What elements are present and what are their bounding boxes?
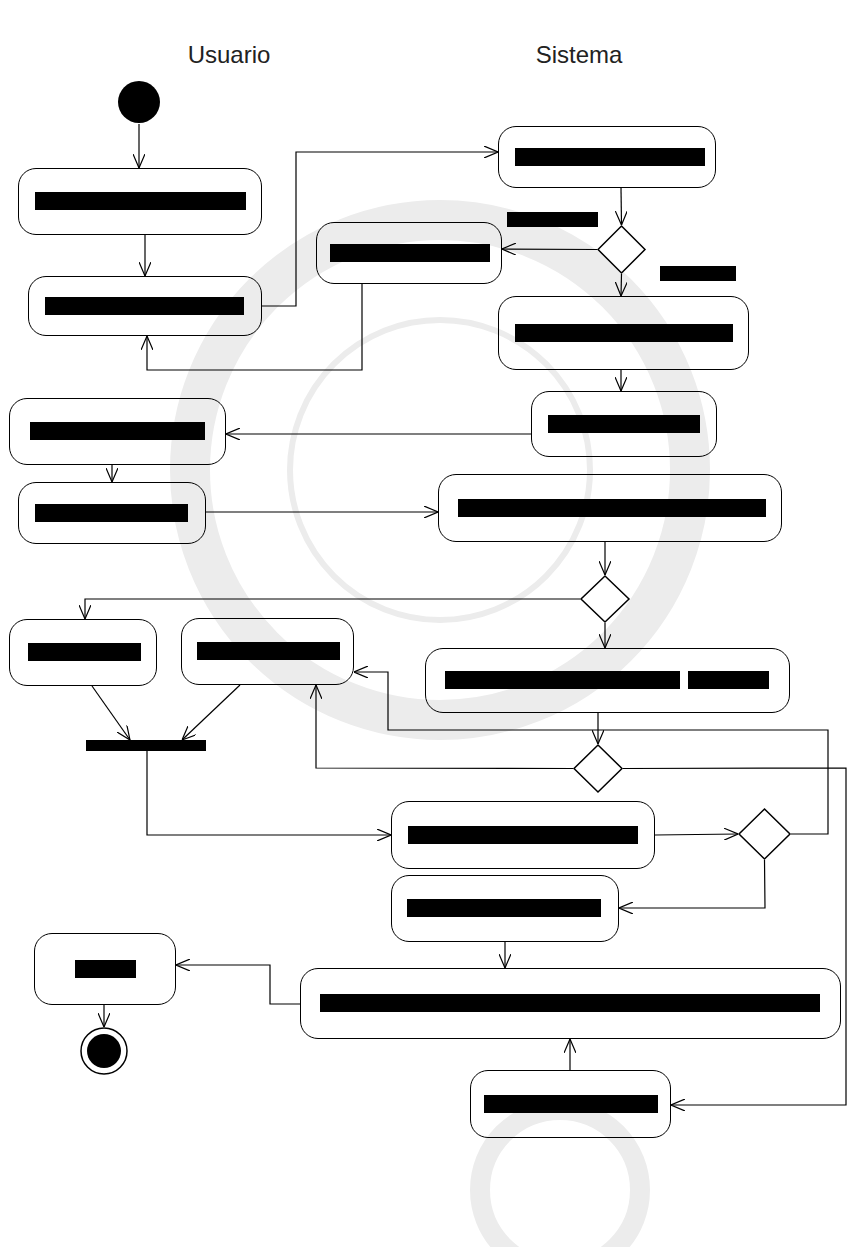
redacted-guard (507, 212, 598, 227)
action-box (438, 474, 782, 542)
control-flow (620, 188, 622, 225)
control-flow (176, 965, 300, 1004)
redaction-bar (515, 324, 733, 342)
redaction-bar (30, 422, 205, 440)
redaction-bar (45, 297, 244, 315)
redaction-bar (484, 1095, 658, 1113)
action-box (9, 619, 157, 686)
control-flow (206, 511, 438, 512)
action-box (18, 482, 206, 544)
redaction-bar (35, 504, 188, 522)
node-outline (580, 575, 630, 623)
control-flow (620, 274, 622, 296)
action-box (316, 222, 502, 284)
decision-diamond (597, 225, 646, 274)
watermark-seal (190, 220, 690, 1247)
node-outline (573, 744, 623, 793)
node-outline (86, 740, 206, 751)
redaction-bar (35, 192, 246, 210)
control-flow (138, 124, 139, 168)
control-flow (316, 685, 573, 769)
decision-diamond (738, 808, 791, 860)
redaction-bar (320, 994, 820, 1012)
action-box (470, 1070, 671, 1138)
control-flow (597, 713, 598, 744)
control-flow (504, 942, 505, 968)
action-box (391, 875, 619, 942)
control-flow (620, 370, 621, 391)
control-flow (502, 248, 597, 250)
redaction-bar (75, 960, 136, 978)
swimlane-title: Usuario (188, 41, 271, 69)
control-flow (85, 599, 580, 619)
redaction-bar (688, 671, 769, 689)
initial-node (117, 80, 161, 124)
action-box (300, 968, 841, 1039)
redaction-bar (330, 244, 490, 262)
action-box (531, 391, 717, 457)
control-flow (92, 686, 130, 740)
node-outline (597, 225, 646, 274)
control-flow (226, 433, 531, 434)
action-box (498, 296, 749, 370)
node-outline (117, 80, 161, 124)
redaction-bar (28, 643, 141, 661)
action-box (18, 168, 262, 235)
control-flow (144, 235, 145, 276)
control-flow (182, 685, 240, 740)
action-box (498, 126, 716, 188)
join-bar (86, 740, 206, 751)
control-flow (262, 152, 498, 306)
action-box (9, 398, 226, 465)
redaction-bar (445, 671, 680, 689)
node-outline (738, 808, 791, 860)
action-box (181, 618, 354, 685)
action-box (34, 933, 176, 1005)
redaction-bar (515, 148, 705, 166)
control-flow (604, 623, 605, 648)
redaction-bar (197, 642, 340, 660)
final-node (80, 1027, 128, 1075)
control-flow (103, 1005, 104, 1027)
action-box (28, 276, 262, 336)
decision-diamond (580, 575, 630, 623)
redacted-guard (660, 266, 736, 281)
control-flow (623, 768, 846, 1105)
node-outline (80, 1027, 128, 1075)
control-flow (569, 1039, 570, 1070)
redaction-bar (548, 415, 700, 433)
redaction-bar (408, 826, 638, 844)
control-flow (604, 542, 605, 575)
decision-diamond (573, 744, 623, 793)
control-flow (619, 860, 765, 908)
control-flow (111, 465, 112, 482)
redaction-bar (458, 499, 766, 517)
action-box (425, 648, 790, 713)
control-flow (655, 834, 738, 835)
control-flow (147, 751, 391, 835)
redaction-bar (407, 899, 601, 917)
action-box (391, 801, 655, 869)
swimlane-title: Sistema (536, 41, 623, 69)
